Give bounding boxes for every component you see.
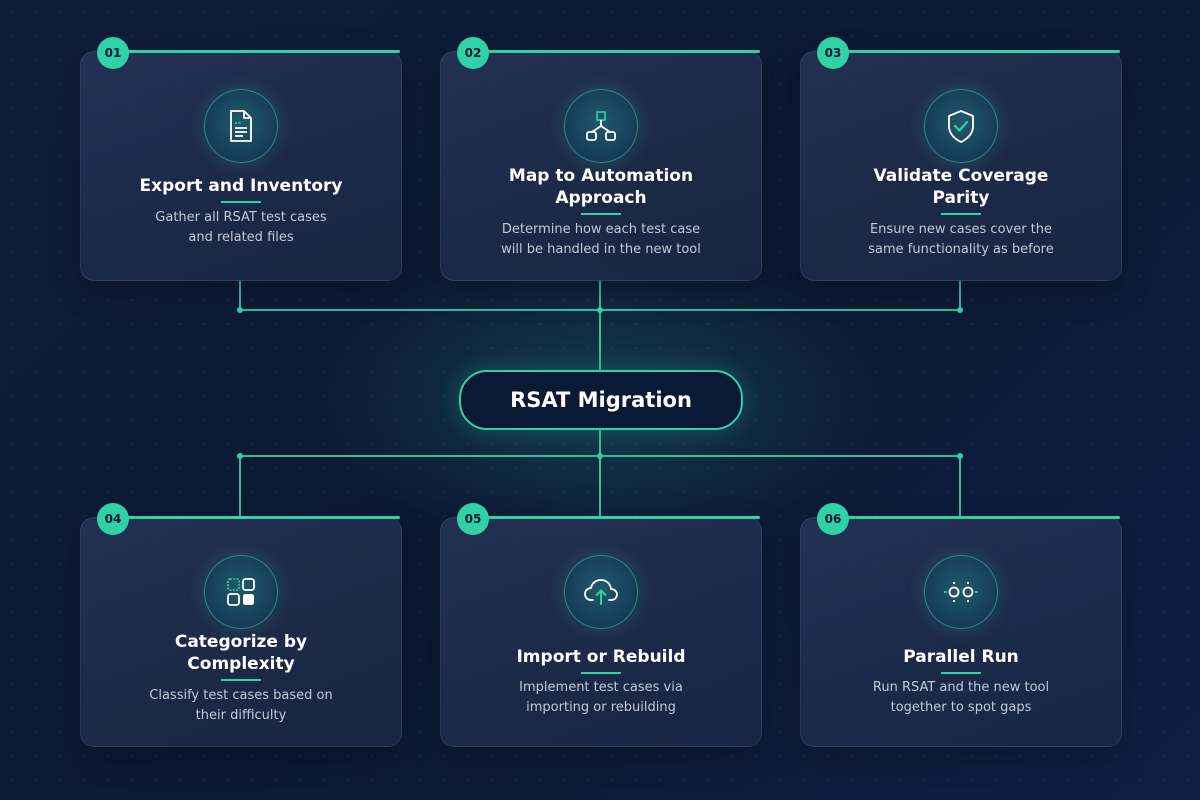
central-node: RSAT Migration bbox=[459, 370, 743, 430]
connector-dot bbox=[237, 453, 243, 459]
hierarchy-icon bbox=[564, 89, 638, 163]
step-title: Validate Coverage Parity bbox=[873, 166, 1049, 208]
title-underline bbox=[581, 213, 621, 215]
card-accent-line bbox=[98, 50, 400, 53]
step-card-06: 06 Parallel Run Run RSAT and the new too… bbox=[800, 503, 1122, 747]
document-icon bbox=[204, 89, 278, 163]
connector-dot bbox=[237, 307, 243, 313]
card-accent-line bbox=[458, 50, 760, 53]
card-accent-line bbox=[98, 516, 400, 519]
step-description: Gather all RSAT test cases and related f… bbox=[155, 210, 327, 245]
step-title: Map to Automation Approach bbox=[508, 166, 694, 208]
step-card-04: 04 Categorize by Complexity Classify tes… bbox=[80, 503, 402, 747]
connector-dot bbox=[957, 453, 963, 459]
step-number-badge: 02 bbox=[457, 37, 489, 69]
step-title: Categorize by Complexity bbox=[174, 632, 308, 674]
step-card-02: 02 Map to Automation Approach Determine … bbox=[440, 37, 762, 281]
step-title: Export and Inventory bbox=[139, 176, 343, 196]
card-accent-line bbox=[458, 516, 760, 519]
step-card-01: 01 Export and Inventory Gather all RSAT … bbox=[80, 37, 402, 281]
step-title: Import or Rebuild bbox=[516, 647, 686, 667]
step-number-badge: 05 bbox=[457, 503, 489, 535]
shield-check-icon bbox=[924, 89, 998, 163]
step-card-03: 03 Validate Coverage Parity Ensure new c… bbox=[800, 37, 1122, 281]
step-number-badge: 03 bbox=[817, 37, 849, 69]
step-number-badge: 06 bbox=[817, 503, 849, 535]
connector-dot bbox=[597, 307, 603, 313]
step-description: Determine how each test case will be han… bbox=[501, 222, 701, 257]
step-number-badge: 01 bbox=[97, 37, 129, 69]
connector-dot bbox=[957, 307, 963, 313]
step-title: Parallel Run bbox=[903, 647, 1019, 667]
title-underline bbox=[221, 679, 261, 681]
connector-dot bbox=[597, 453, 603, 459]
step-description: Classify test cases based on their diffi… bbox=[149, 688, 333, 723]
card-accent-line bbox=[818, 516, 1120, 519]
step-description: Implement test cases via importing or re… bbox=[519, 680, 683, 715]
step-number-badge: 04 bbox=[97, 503, 129, 535]
title-underline bbox=[941, 672, 981, 674]
grid-icon bbox=[204, 555, 278, 629]
step-description: Ensure new cases cover the same function… bbox=[868, 222, 1054, 257]
title-underline bbox=[581, 672, 621, 674]
step-description: Run RSAT and the new tool together to sp… bbox=[872, 680, 1050, 715]
title-underline bbox=[221, 201, 261, 203]
card-accent-line bbox=[818, 50, 1120, 53]
cloud-upload-icon bbox=[564, 555, 638, 629]
parallel-nodes-icon bbox=[924, 555, 998, 629]
step-card-05: 05 Import or Rebuild Implement test case… bbox=[440, 503, 762, 747]
title-underline bbox=[941, 213, 981, 215]
